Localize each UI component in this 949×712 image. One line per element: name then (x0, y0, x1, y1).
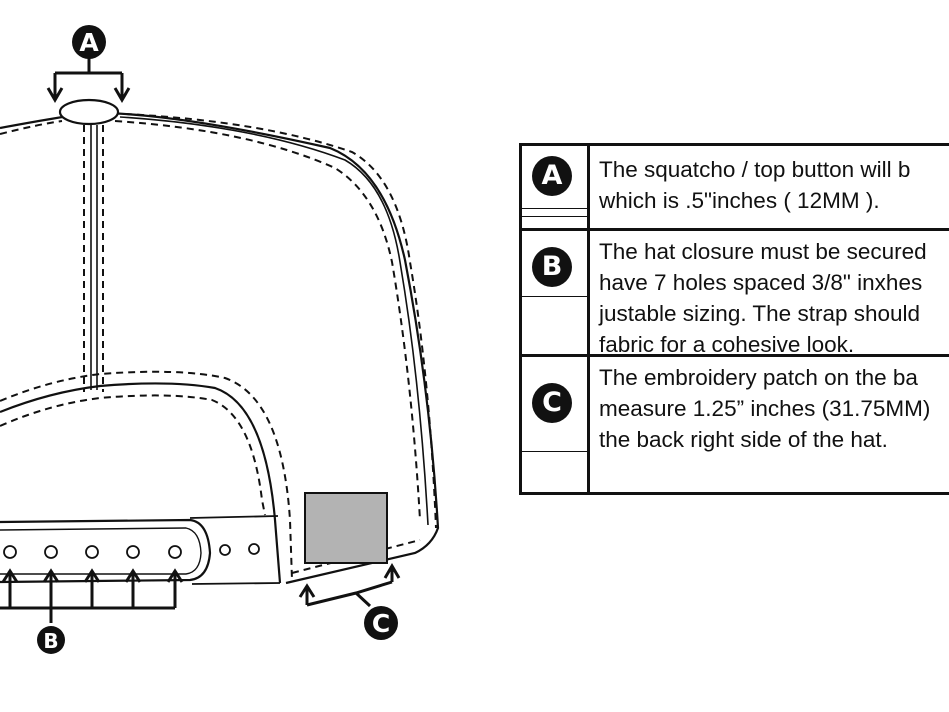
callout-b-letter: B (43, 629, 58, 653)
legend-line: The squatcho / top button will b (599, 157, 911, 182)
legend-badge-a: A (532, 156, 572, 196)
crown-seam-dashed-2 (124, 113, 437, 529)
callout-c-letter: C (372, 609, 390, 638)
legend-row-c: C The embroidery patch on the ba measure… (522, 357, 949, 492)
legend-text-c: The embroidery patch on the ba measure 1… (599, 362, 949, 455)
strap-hole (168, 545, 182, 559)
callout-b-badge (37, 626, 65, 654)
callout-b: B (0, 568, 184, 654)
closure-strap-inner (0, 527, 202, 575)
callout-a-letter: A (79, 28, 99, 57)
crown-seam-dashed-1 (114, 120, 421, 521)
crown-seam-solid (119, 116, 429, 526)
legend-table: A The squatcho / top button will b which… (519, 143, 949, 495)
strap-hole (219, 544, 231, 556)
legend-line: measure 1.25” inches (31.75MM) (599, 396, 931, 421)
legend-badge-c: C (532, 383, 572, 423)
back-opening-stitch (0, 394, 266, 516)
legend-badge-b: B (532, 247, 572, 287)
callout-c-badge (364, 606, 398, 640)
legend-text-b: The hat closure must be secured have 7 h… (599, 236, 949, 360)
strap-hole (85, 545, 99, 559)
crown-left-edge-dashed (0, 120, 63, 135)
legend-badge-cell: A (522, 146, 590, 228)
strap-tail (189, 515, 281, 585)
legend-line: The embroidery patch on the ba (599, 365, 918, 390)
strap-holes (3, 543, 260, 559)
closure-strap (0, 518, 212, 584)
cell-divider (522, 296, 587, 297)
embroidery-patch (304, 492, 388, 564)
back-opening-stitch-outer (0, 370, 293, 581)
legend-text-a: The squatcho / top button will b which i… (599, 154, 949, 216)
legend-line: The hat closure must be secured (599, 239, 927, 264)
legend-line: which is .5"inches ( 12MM ). (599, 188, 880, 213)
strap-hole (3, 545, 17, 559)
legend-line: fabric for a cohesive look. (599, 332, 855, 357)
strap-hole (126, 545, 140, 559)
cell-divider (522, 451, 587, 452)
strap-hole (44, 545, 58, 559)
legend-line: justable sizing. The strap should (599, 301, 921, 326)
back-opening-arch (0, 382, 282, 584)
legend-line: have 7 holes spaced 3/8" inxhes (599, 270, 923, 295)
legend-badge-cell: B (522, 231, 590, 354)
cell-divider (522, 216, 587, 217)
legend-row-a: A The squatcho / top button will b which… (522, 146, 949, 231)
legend-badge-cell: C (522, 357, 590, 492)
legend-row-b: B The hat closure must be secured have 7… (522, 231, 949, 357)
callout-c: C (298, 563, 401, 640)
callout-a-badge (72, 25, 106, 59)
callout-a: A (46, 25, 131, 103)
cell-divider (522, 208, 587, 209)
legend-line: the back right side of the hat. (599, 427, 888, 452)
strap-hole (248, 543, 260, 555)
top-button (58, 98, 120, 126)
